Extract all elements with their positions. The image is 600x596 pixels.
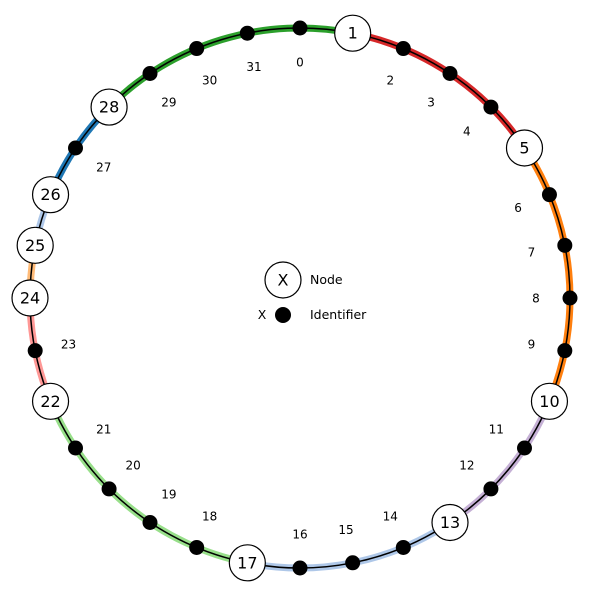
identifier-label-30: 30 [202,73,217,87]
ring-line-5 [352,32,526,149]
node-10: 10 [530,382,569,420]
identifier-label-21: 21 [96,423,111,437]
node-circle-1 [334,14,372,52]
identifier-dot-15 [345,555,361,571]
node-label-26: 26 [40,185,60,204]
identifier-label-16: 16 [292,528,307,542]
legend-node-label: Node [310,272,343,287]
legend-node-symbol-text: X [278,271,289,290]
identifier-dot-6 [541,187,557,203]
node-circle-13 [431,503,469,542]
identifier-label-18: 18 [202,510,217,524]
identifier-label-19: 19 [161,488,176,502]
node-circle-10 [530,382,569,420]
node-label-28: 28 [99,98,119,117]
arc-10 [521,146,574,403]
identifier-dot-2 [395,41,411,57]
node-17: 17 [228,544,266,582]
identifier-label-14: 14 [383,510,398,524]
legend-node-symbol [264,261,302,299]
identifier-dot-14 [395,539,411,555]
identifier-label-12: 12 [459,458,474,472]
identifier-dots-layer [27,20,578,576]
node-circle-25 [16,226,54,264]
identifier-dot-9 [557,343,573,359]
identifier-label-31: 31 [246,60,261,74]
legend-identifier-dot [275,307,291,323]
node-28: 28 [90,88,128,126]
node-25: 25 [16,226,54,264]
node-label-1: 1 [348,24,358,43]
node-24: 24 [11,279,49,317]
node-label-24: 24 [20,289,40,308]
legend: X Node X Identifier [258,261,367,323]
identifier-dot-18 [189,539,205,555]
node-22: 22 [31,382,70,420]
ring-line-22 [49,401,248,564]
identifier-label-23: 23 [61,338,76,352]
legend-identifier-symbol-text: X [258,307,267,322]
identifier-dot-4 [483,99,499,115]
node-label-10: 10 [539,392,559,411]
ring-line-10 [523,147,571,402]
identifier-dot-31 [239,25,255,41]
node-circle-26 [31,176,70,214]
identifier-label-0: 0 [296,56,304,70]
node-circle-17 [228,544,266,582]
identifier-label-9: 9 [528,338,536,352]
node-label-5: 5 [519,138,529,157]
node-circle-5 [505,129,544,167]
identifier-dot-27 [68,140,84,156]
identifier-dot-30 [189,41,205,57]
node-circle-22 [31,382,70,420]
identifier-dot-7 [557,237,573,253]
identifier-label-4: 4 [463,125,471,139]
identifier-label-20: 20 [125,458,140,472]
identifier-dot-21 [68,440,84,456]
identifier-label-6: 6 [514,201,522,215]
legend-identifier-label: Identifier [310,307,367,322]
identifier-dot-0 [292,20,308,36]
node-label-22: 22 [40,392,60,411]
identifier-dot-29 [142,66,158,82]
identifier-label-15: 15 [338,523,353,537]
identifier-dot-16 [292,560,308,576]
node-circle-24 [11,279,49,317]
identifier-dot-3 [442,66,458,82]
node-1: 1 [334,14,372,52]
identifier-label-27: 27 [96,160,111,174]
arc-22 [47,399,249,567]
identifier-label-8: 8 [532,292,540,306]
node-13: 13 [431,503,469,542]
identifier-label-2: 2 [386,73,394,87]
identifier-dot-23 [27,343,43,359]
identifier-label-29: 29 [161,95,176,109]
identifier-label-3: 3 [427,95,435,109]
identifier-label-7: 7 [528,245,536,259]
identifier-dot-19 [142,514,158,530]
node-label-17: 17 [237,553,257,572]
identifier-dot-8 [562,290,578,306]
identifier-dot-20 [101,481,117,497]
node-26: 26 [31,176,70,214]
node-circle-28 [90,88,128,126]
node-5: 5 [505,129,544,167]
identifier-label-11: 11 [489,423,504,437]
ring-line-1 [108,27,353,108]
node-label-25: 25 [25,236,45,255]
identifier-dot-11 [516,440,532,456]
arc-5 [351,29,528,150]
node-label-13: 13 [440,513,460,532]
identifier-dot-12 [483,481,499,497]
